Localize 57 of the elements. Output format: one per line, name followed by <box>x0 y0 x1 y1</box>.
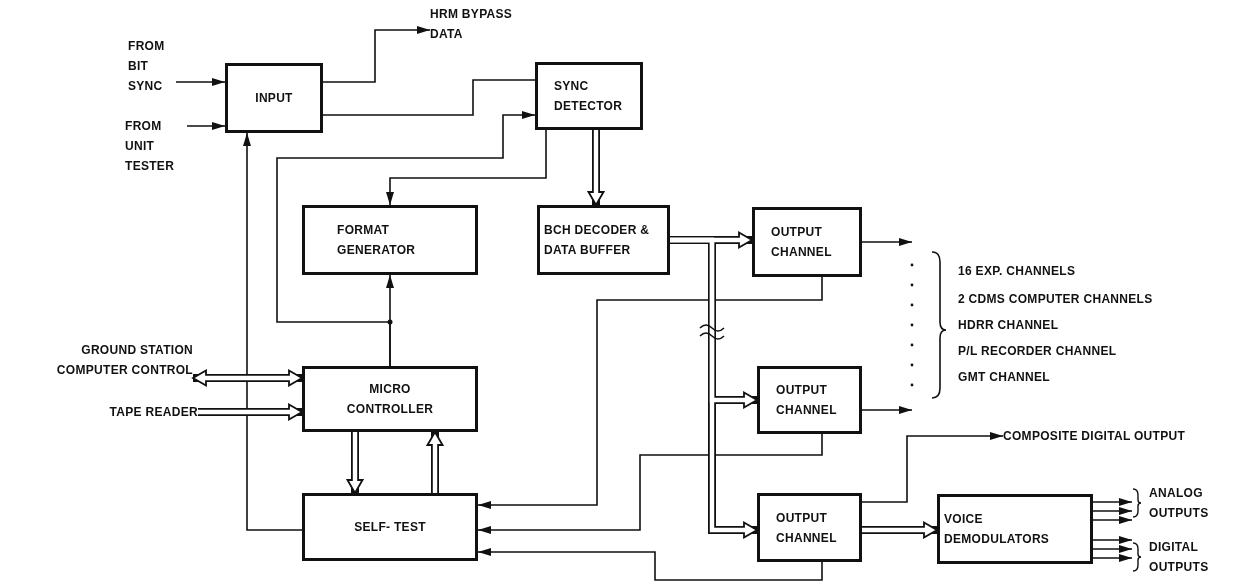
channel-label: 2 CDMS COMPUTER CHANNELS <box>958 291 1153 308</box>
box-label: BCH DECODER & DATA BUFFER <box>544 222 651 259</box>
arrow <box>186 122 226 130</box>
process-box <box>752 207 862 277</box>
box-label: MICRO CONTROLLER <box>345 381 435 418</box>
signal-label: HRM BYPASS DATA <box>430 6 514 43</box>
channel-label: 16 EXP. CHANNELS <box>958 263 1076 280</box>
process-box <box>302 205 478 275</box>
process-box <box>537 205 670 275</box>
signal-label: FROM BIT SYNC <box>128 38 166 95</box>
arrow <box>1092 498 1133 506</box>
bus-arrow <box>346 432 364 494</box>
arrow <box>861 406 913 414</box>
process-box <box>225 63 323 133</box>
signal-label: FROM UNIT TESTER <box>125 118 176 175</box>
box-label: OUTPUT CHANNEL <box>771 224 833 261</box>
bus-arrow <box>426 431 444 493</box>
arrow <box>386 129 547 206</box>
bus-arrow <box>862 521 938 539</box>
arrow <box>477 276 823 509</box>
process-box <box>302 493 478 561</box>
signal-label: ANALOG OUTPUTS <box>1149 485 1209 522</box>
signal-label: GROUND STATION COMPUTER CONTROL <box>55 342 193 379</box>
process-box <box>757 493 862 562</box>
box-label: OUTPUT CHANNEL <box>776 382 838 419</box>
channel-label: P/L RECORDER CHANNEL <box>958 343 1117 360</box>
box-label: OUTPUT CHANNEL <box>776 509 838 547</box>
box-label: INPUT <box>255 90 293 107</box>
arrow <box>1092 545 1133 553</box>
arrow <box>861 432 1004 503</box>
arrow <box>1092 516 1133 524</box>
arrow <box>1092 507 1133 515</box>
box-label: FORMAT GENERATOR <box>337 222 417 259</box>
arrow <box>477 548 823 581</box>
process-box <box>937 494 1093 564</box>
arrow <box>386 274 394 367</box>
arrow <box>175 78 226 86</box>
process-box <box>757 366 862 434</box>
arrow <box>322 26 431 83</box>
bus-arrow <box>587 130 605 206</box>
box-label: VOICE DEMODULATORS <box>944 511 1051 548</box>
signal-label: TAPE READER <box>108 404 198 421</box>
box-label: SYNC DETECTOR <box>554 78 624 115</box>
signal-label: COMPOSITE DIGITAL OUTPUT <box>1003 428 1187 445</box>
process-box <box>535 62 643 130</box>
signal-label: DIGITAL OUTPUTS <box>1149 539 1209 576</box>
arrow <box>1092 536 1133 544</box>
process-box <box>302 366 478 432</box>
arrow <box>477 433 823 534</box>
box-label: SELF- TEST <box>354 519 426 536</box>
channel-label: GMT CHANNEL <box>958 369 1050 386</box>
arrow <box>1092 554 1133 562</box>
arrow <box>861 238 913 246</box>
channel-label: HDRR CHANNEL <box>958 317 1059 334</box>
bus-arrow <box>198 403 303 421</box>
arrow <box>243 132 303 531</box>
bus-arrow <box>192 369 303 387</box>
